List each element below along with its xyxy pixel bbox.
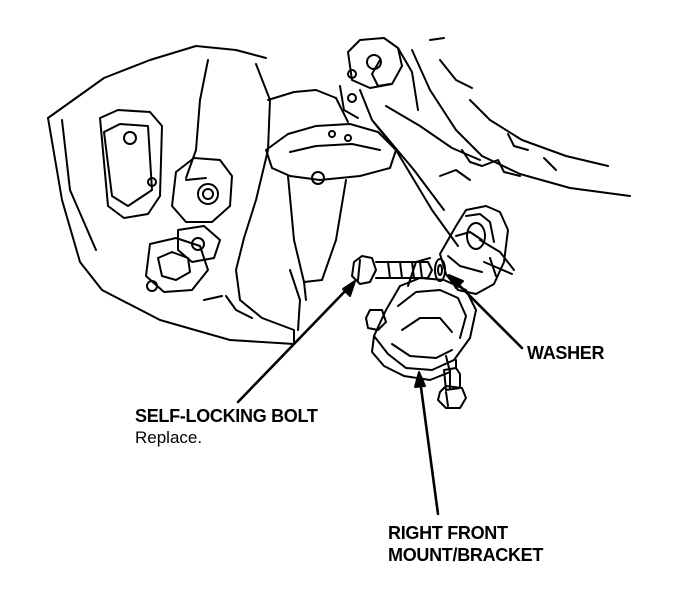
bolt-label-note: Replace.: [135, 428, 203, 447]
washer-label-text: WASHER: [527, 343, 605, 363]
body-panel: [372, 38, 630, 274]
engine-block: [48, 46, 336, 344]
self-locking-bolt-label: SELF-LOCKING BOLT Replace.: [135, 405, 318, 449]
mount-bracket-label: RIGHT FRONT MOUNT/BRACKET: [388, 522, 543, 566]
washer: [435, 259, 445, 281]
self-locking-bolt: [352, 256, 432, 284]
frame-crossmember: [266, 38, 418, 300]
leader-lines: [238, 275, 522, 514]
bracket-label-line2: MOUNT/BRACKET: [388, 545, 544, 565]
bolt-label-title: SELF-LOCKING BOLT: [135, 406, 318, 426]
washer-label: WASHER: [527, 342, 605, 364]
mount-bracket: [366, 206, 508, 380]
bracket-label-line1: RIGHT FRONT: [388, 523, 508, 543]
lower-bolt: [438, 360, 466, 408]
